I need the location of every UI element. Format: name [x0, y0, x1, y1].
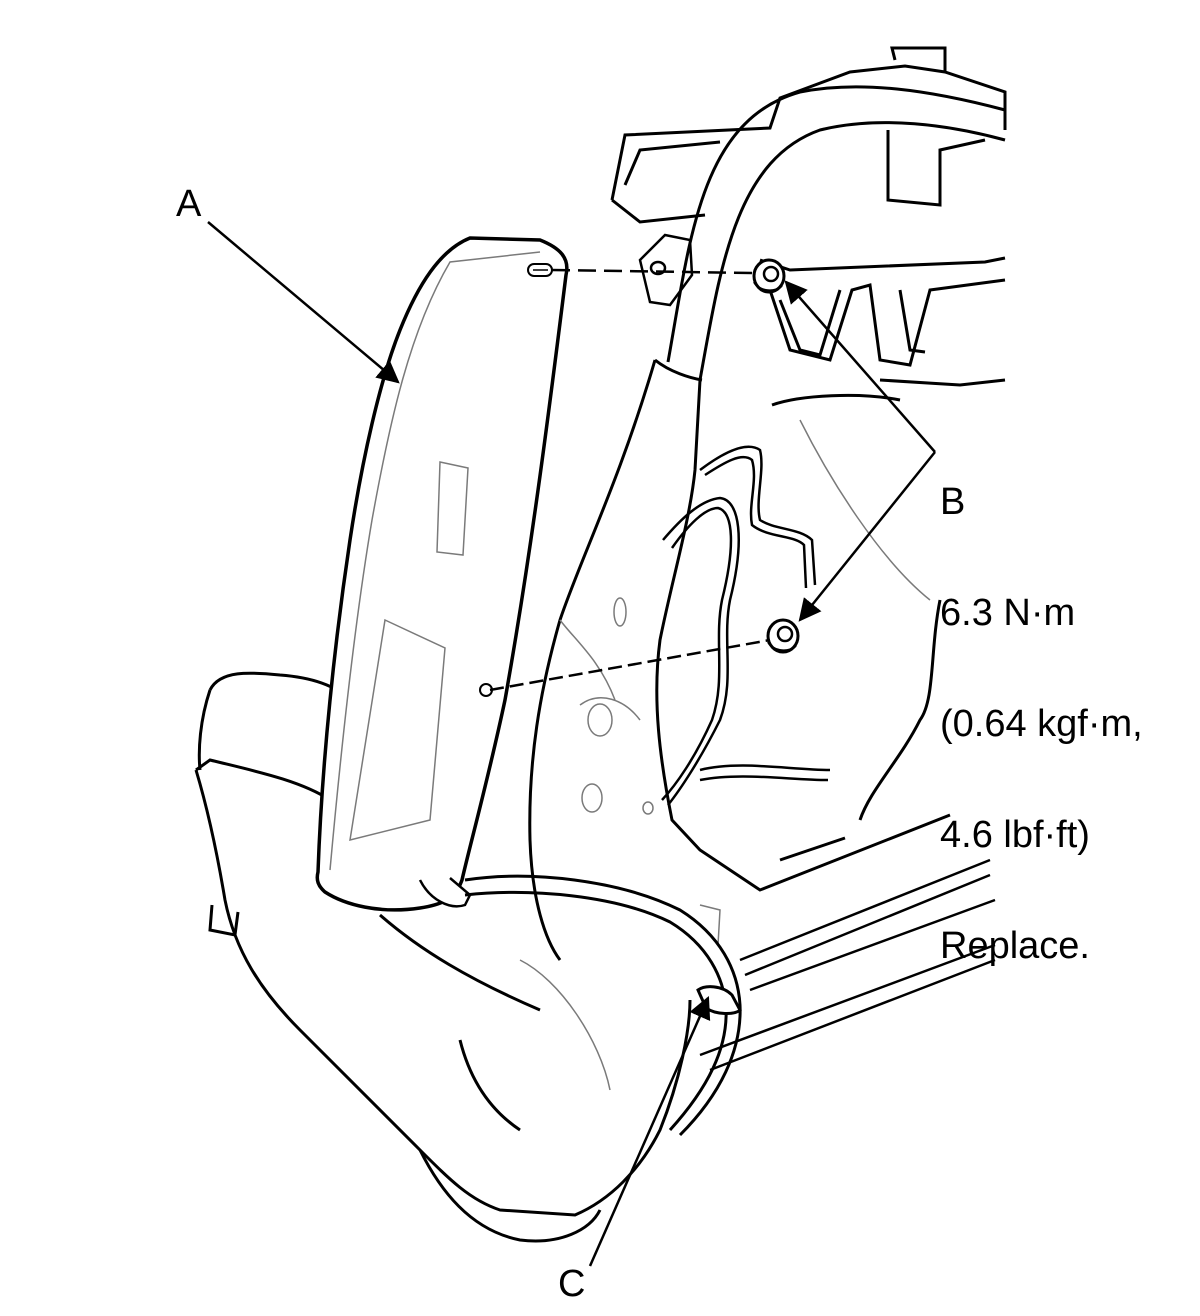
leader-line-c — [588, 995, 711, 1267]
callout-label-c: C — [558, 1263, 586, 1305]
torque-spec-lbfft: 4.6 lbf·ft) — [940, 814, 1090, 856]
airbag-harness — [464, 874, 742, 1137]
torque-spec-kgfm: (0.64 kgf·m, — [940, 703, 1143, 745]
callout-label-b: B 6.3 N·m (0.64 kgf·m, 4.6 lbf·ft) Repla… — [940, 410, 1143, 1002]
callout-label-a: A — [176, 183, 202, 225]
wire-harness — [661, 445, 831, 806]
seat-back-frame — [610, 46, 1007, 387]
upper-nut — [752, 258, 786, 294]
mounting-bracket — [638, 233, 694, 307]
leader-line-a — [207, 221, 400, 384]
frame-tube — [654, 85, 1006, 382]
leader-lines — [207, 221, 936, 1267]
callout-letter-b: B — [940, 481, 966, 523]
side-airbag-module — [315, 236, 569, 912]
leader-line-b-upper — [784, 280, 936, 453]
leader-line-b-lower — [798, 451, 936, 622]
replace-note: Replace. — [940, 925, 1090, 967]
seat-rail — [699, 858, 996, 1072]
lower-nut — [766, 618, 800, 654]
alignment-lines — [489, 268, 771, 692]
interior-detail-lines — [519, 419, 931, 1091]
torque-spec-nm: 6.3 N·m — [940, 592, 1076, 634]
